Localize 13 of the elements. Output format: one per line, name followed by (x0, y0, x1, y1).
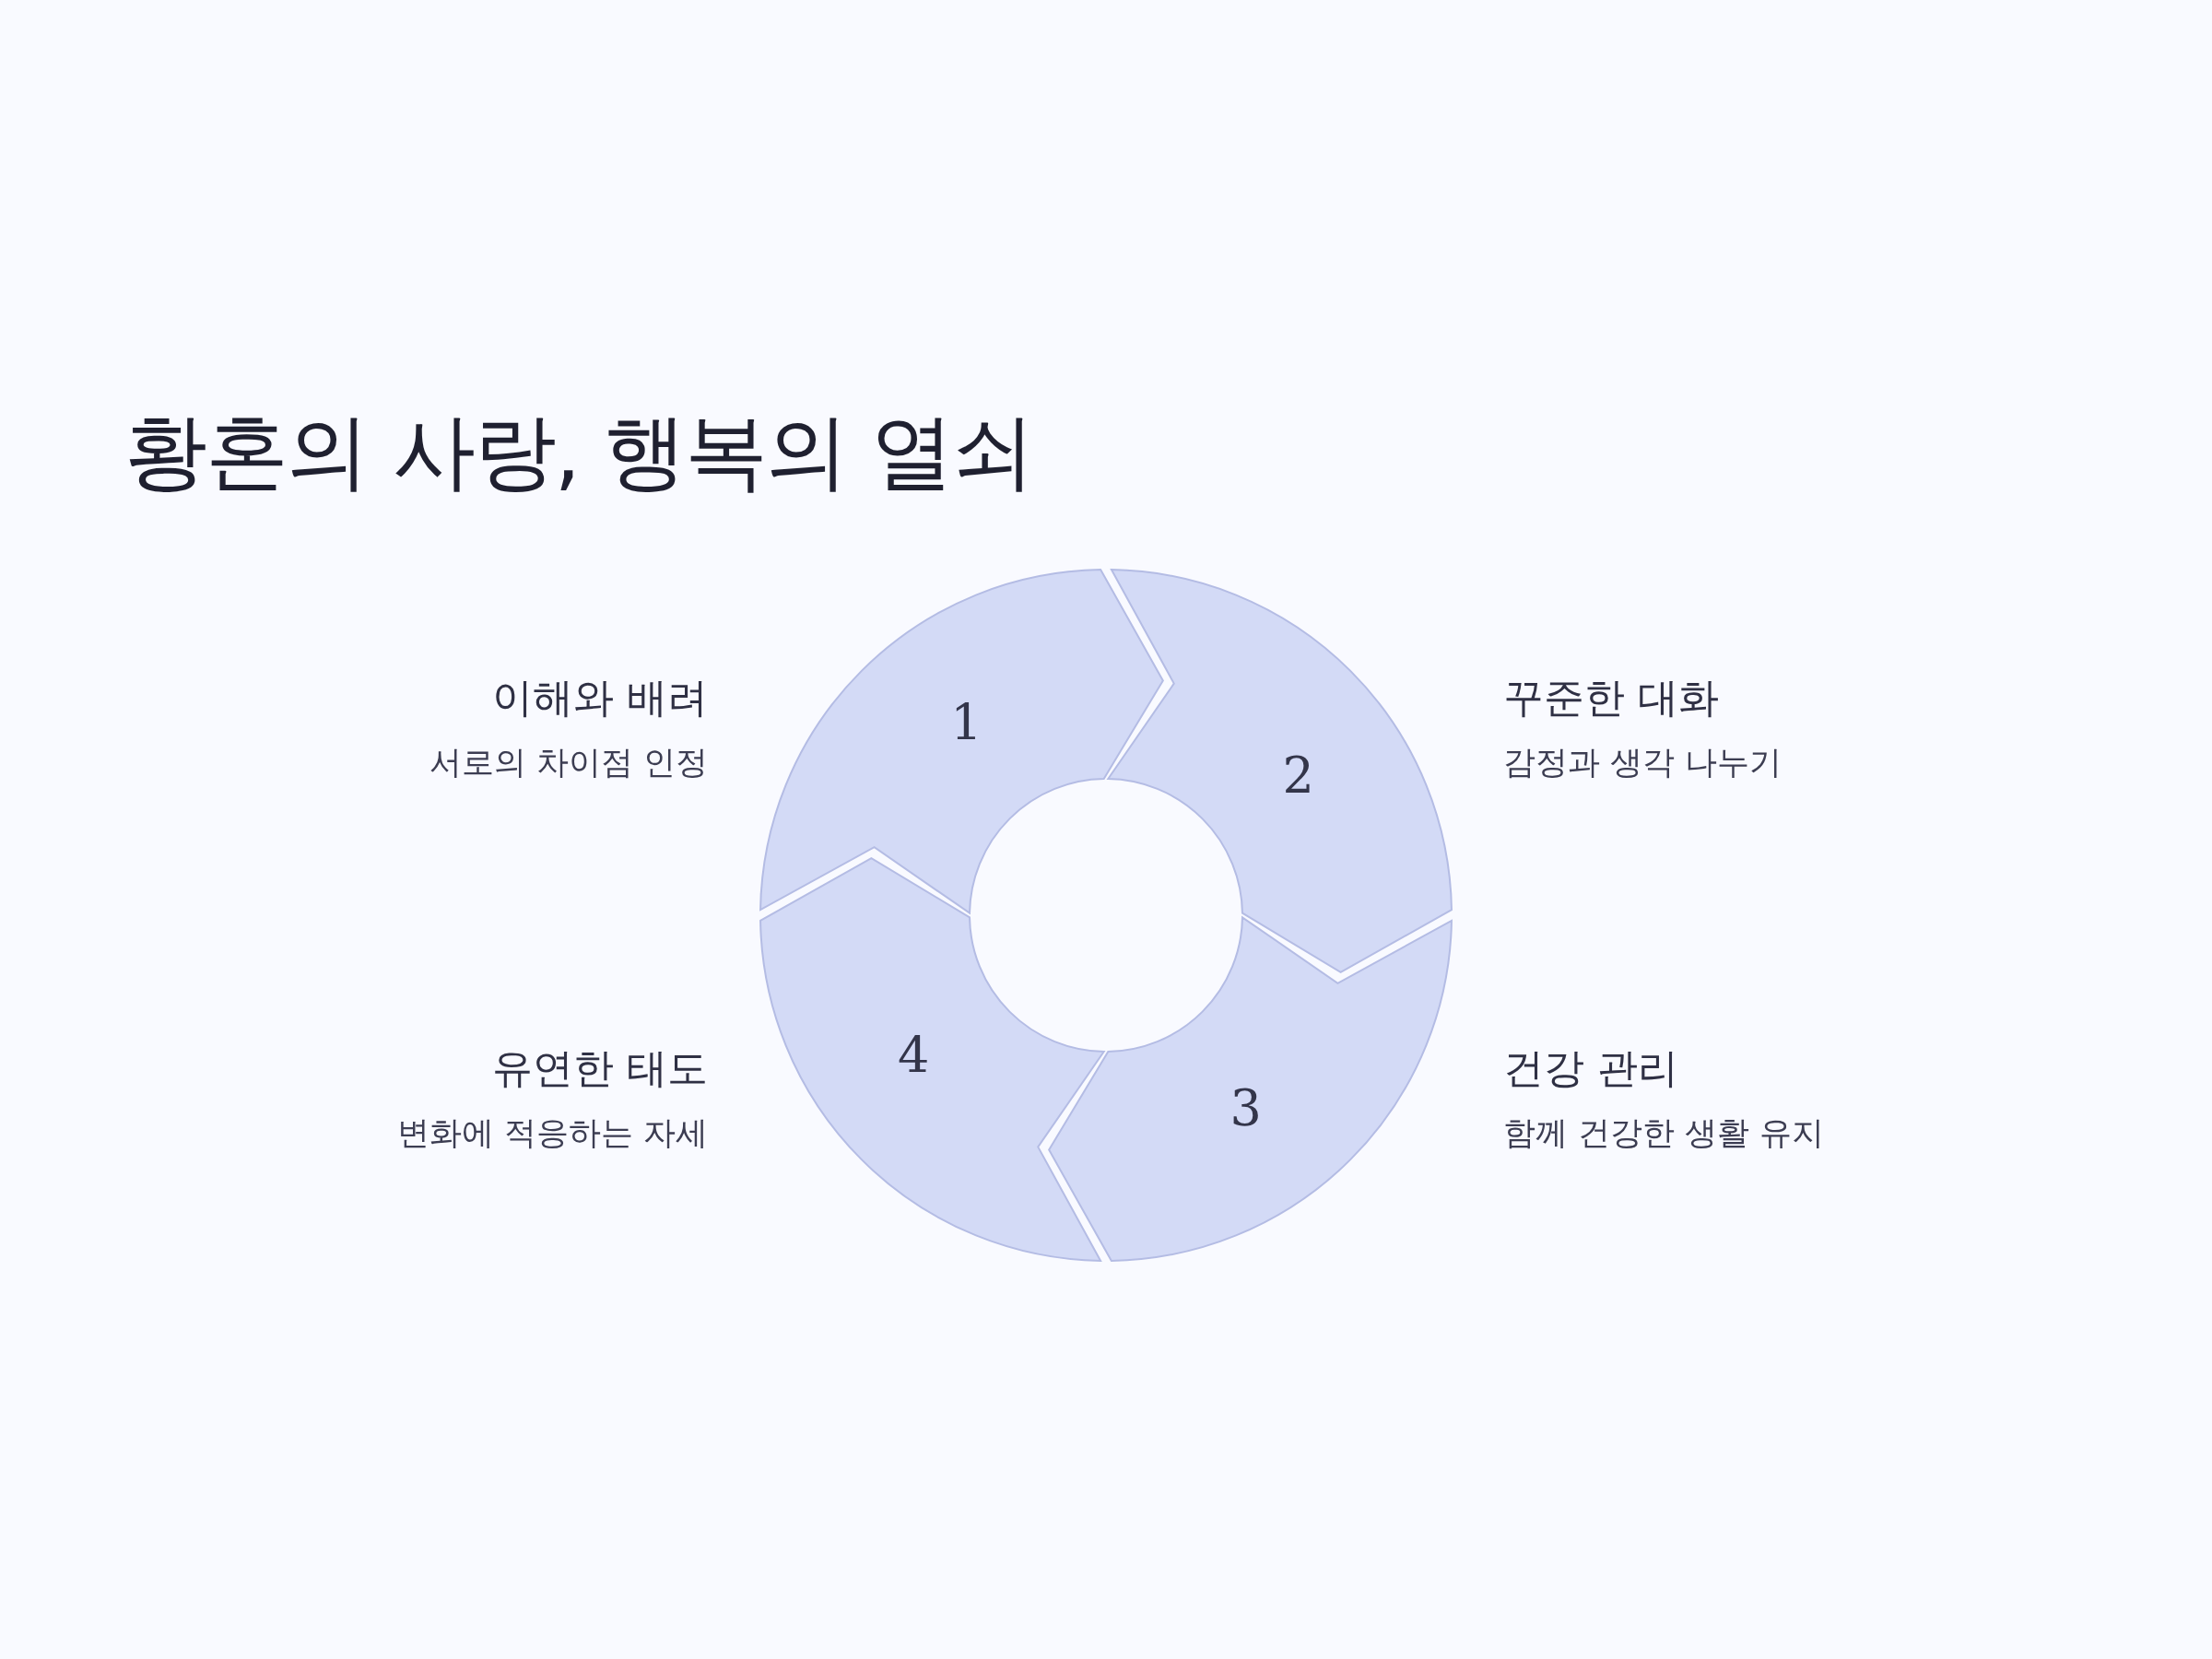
step-heading: 유연한 태도 (492, 1043, 708, 1093)
step-description: 변화에 적응하는 자세 (396, 1113, 708, 1153)
step-number: 2 (1282, 746, 1314, 805)
step-description: 서로의 차이점 인정 (429, 743, 708, 782)
step-number: 1 (950, 693, 982, 752)
step-description: 감정과 생각 나누기 (1503, 743, 1783, 782)
step-heading: 건강 관리 (1503, 1043, 1678, 1093)
step-heading: 꾸준한 대화 (1503, 673, 1719, 723)
step-heading: 이해와 배려 (492, 673, 708, 723)
step-number: 3 (1230, 1078, 1262, 1137)
title: 황혼의 사랑, 행복의 열쇠 (124, 402, 1034, 501)
step-description: 함께 건강한 생활 유지 (1503, 1113, 1825, 1153)
step-number: 4 (898, 1026, 930, 1085)
